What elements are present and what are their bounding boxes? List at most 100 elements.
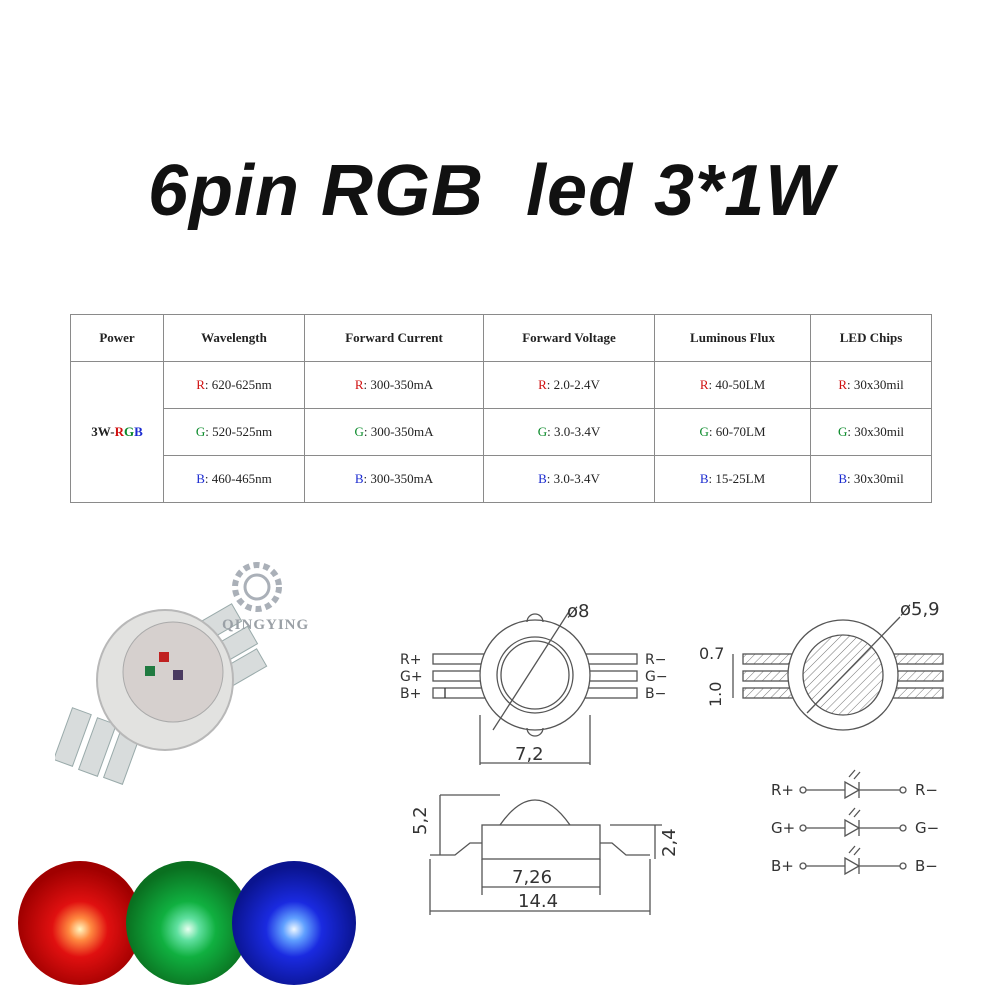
color-tag: R <box>196 377 205 392</box>
color-tag: G <box>195 424 206 439</box>
table-cell: G: 300-350mA <box>304 408 484 456</box>
table-cell: B: 30x30mil <box>810 455 932 503</box>
diameter-leader <box>492 609 571 731</box>
table-cell: G: 60-70LM <box>654 408 811 456</box>
table-cell: R: 2.0-2.4V <box>483 361 655 409</box>
cell-value: : 30x30mil <box>847 424 905 439</box>
spec-table: Power Wavelength Forward Current Forward… <box>70 314 932 503</box>
dim-label-10: 1.0 <box>706 682 725 707</box>
blue-led-glow <box>232 861 356 985</box>
diameter-leader-2 <box>806 616 901 714</box>
pin-label-rplus: R+ <box>400 652 421 668</box>
header-wavelength: Wavelength <box>163 314 305 362</box>
header-luminous-flux: Luminous Flux <box>654 314 811 362</box>
pin-label-gminus: G− <box>645 669 668 685</box>
cell-value: : 30x30mil <box>846 377 904 392</box>
cell-value: : 15-25LM <box>708 471 766 486</box>
height-total-label: 5,2 <box>410 806 431 835</box>
cell-value: : 60-70LM <box>708 424 766 439</box>
schem-label-rminus: R− <box>915 781 938 799</box>
cell-value: : 3.0-3.4V <box>547 424 601 439</box>
logo-mark <box>232 562 282 612</box>
color-tag: B <box>538 471 547 486</box>
table-cell: B: 15-25LM <box>654 455 811 503</box>
led-inner-circle <box>496 636 574 714</box>
power-prefix: 3W- <box>91 424 115 439</box>
pin-label-rminus: R− <box>645 652 666 668</box>
schem-label-gplus: G+ <box>771 819 795 837</box>
side-lead-right <box>600 842 650 856</box>
diode-r <box>799 769 907 800</box>
table-cell: R: 40-50LM <box>654 361 811 409</box>
cell-value: : 30x30mil <box>846 471 904 486</box>
led-product-photo <box>55 562 282 785</box>
header-forward-current: Forward Current <box>304 314 484 362</box>
schem-label-bplus: B+ <box>771 857 794 875</box>
table-cell: B: 3.0-3.4V <box>483 455 655 503</box>
page-title: 6pin RGB led 3*1W <box>148 151 835 231</box>
power-r: R <box>114 424 124 439</box>
cell-value: : 300-350mA <box>363 424 434 439</box>
chip-green <box>145 666 155 676</box>
color-tag: G <box>699 424 709 439</box>
table-cell: R: 620-625nm <box>163 361 305 409</box>
side-body <box>481 824 601 860</box>
width-body-label: 7,26 <box>512 867 552 888</box>
cell-value: : 2.0-2.4V <box>546 377 600 392</box>
table-cell: B: 300-350mA <box>304 455 484 503</box>
cell-value: : 3.0-3.4V <box>546 471 600 486</box>
color-tag: R <box>699 377 709 392</box>
height-body-label: 2,4 <box>659 828 680 857</box>
cell-value: : 520-525nm <box>205 424 273 439</box>
table-row: G: 520-525nm G: 300-350mA G: 3.0-3.4V G:… <box>71 408 932 456</box>
watermark-text: QINGYING <box>222 617 310 633</box>
color-tag: R <box>354 377 364 392</box>
chip-blue <box>173 670 183 680</box>
glowing-leds-photo <box>18 861 356 985</box>
notch-bottom <box>526 727 544 737</box>
red-led-glow <box>18 861 142 985</box>
schematic-diagram: R+ G+ B+ R− G− B− <box>771 769 939 876</box>
table-cell: G: 520-525nm <box>163 408 305 456</box>
power-cell: 3W-RGB <box>70 361 164 503</box>
color-tag: G <box>537 424 548 439</box>
table-header-row: Power Wavelength Forward Current Forward… <box>70 314 932 362</box>
power-b: B <box>134 424 143 439</box>
cell-value: : 620-625nm <box>204 377 272 392</box>
schem-label-bminus: B− <box>915 857 938 875</box>
led-lens-circle <box>500 640 570 710</box>
color-tag: B <box>699 471 709 486</box>
header-power: Power <box>70 314 164 362</box>
table-cell: G: 3.0-3.4V <box>483 408 655 456</box>
cell-value: : 300-350mA <box>363 377 434 392</box>
cell-value: : 300-350mA <box>363 471 434 486</box>
power-g: G <box>123 424 135 439</box>
pin-label-gplus: G+ <box>400 669 423 685</box>
width-total-label: 14.4 <box>518 891 558 912</box>
color-tag: R <box>838 377 847 392</box>
table-cell: B: 460-465nm <box>163 455 305 503</box>
table-cell: R: 300-350mA <box>304 361 484 409</box>
schem-label-rplus: R+ <box>771 781 794 799</box>
color-tag: G <box>354 424 364 439</box>
hatched-view-drawing: ø5,9 0.7 1.0 <box>699 599 944 731</box>
cell-value: : 460-465nm <box>204 471 272 486</box>
pin-label-bplus: B+ <box>400 686 421 702</box>
table-row: 3W-RGB R: 620-625nm R: 300-350mA R: 2.0-… <box>70 361 932 503</box>
diameter-label: ø8 <box>567 601 589 622</box>
table-cell: G: 30x30mil <box>810 408 932 456</box>
notch-top <box>526 613 544 623</box>
top-view-drawing: ø8 7,2 R+ G+ B+ R− G− B− <box>400 601 668 765</box>
color-tag: B <box>838 471 847 486</box>
color-tag: B <box>196 471 205 486</box>
green-led-glow <box>126 861 250 985</box>
table-row: B: 460-465nm B: 300-350mA B: 3.0-3.4V B:… <box>71 455 932 503</box>
chip-red <box>159 652 169 662</box>
side-view-drawing: 5,2 2,4 7,26 14.4 <box>410 794 680 915</box>
cell-value: : 40-50LM <box>708 377 766 392</box>
header-led-chips: LED Chips <box>810 314 932 362</box>
color-tag: G <box>837 424 848 439</box>
dim-label-07: 0.7 <box>699 644 724 663</box>
pin-label-bminus: B− <box>645 686 666 702</box>
color-tag: R <box>538 377 547 392</box>
